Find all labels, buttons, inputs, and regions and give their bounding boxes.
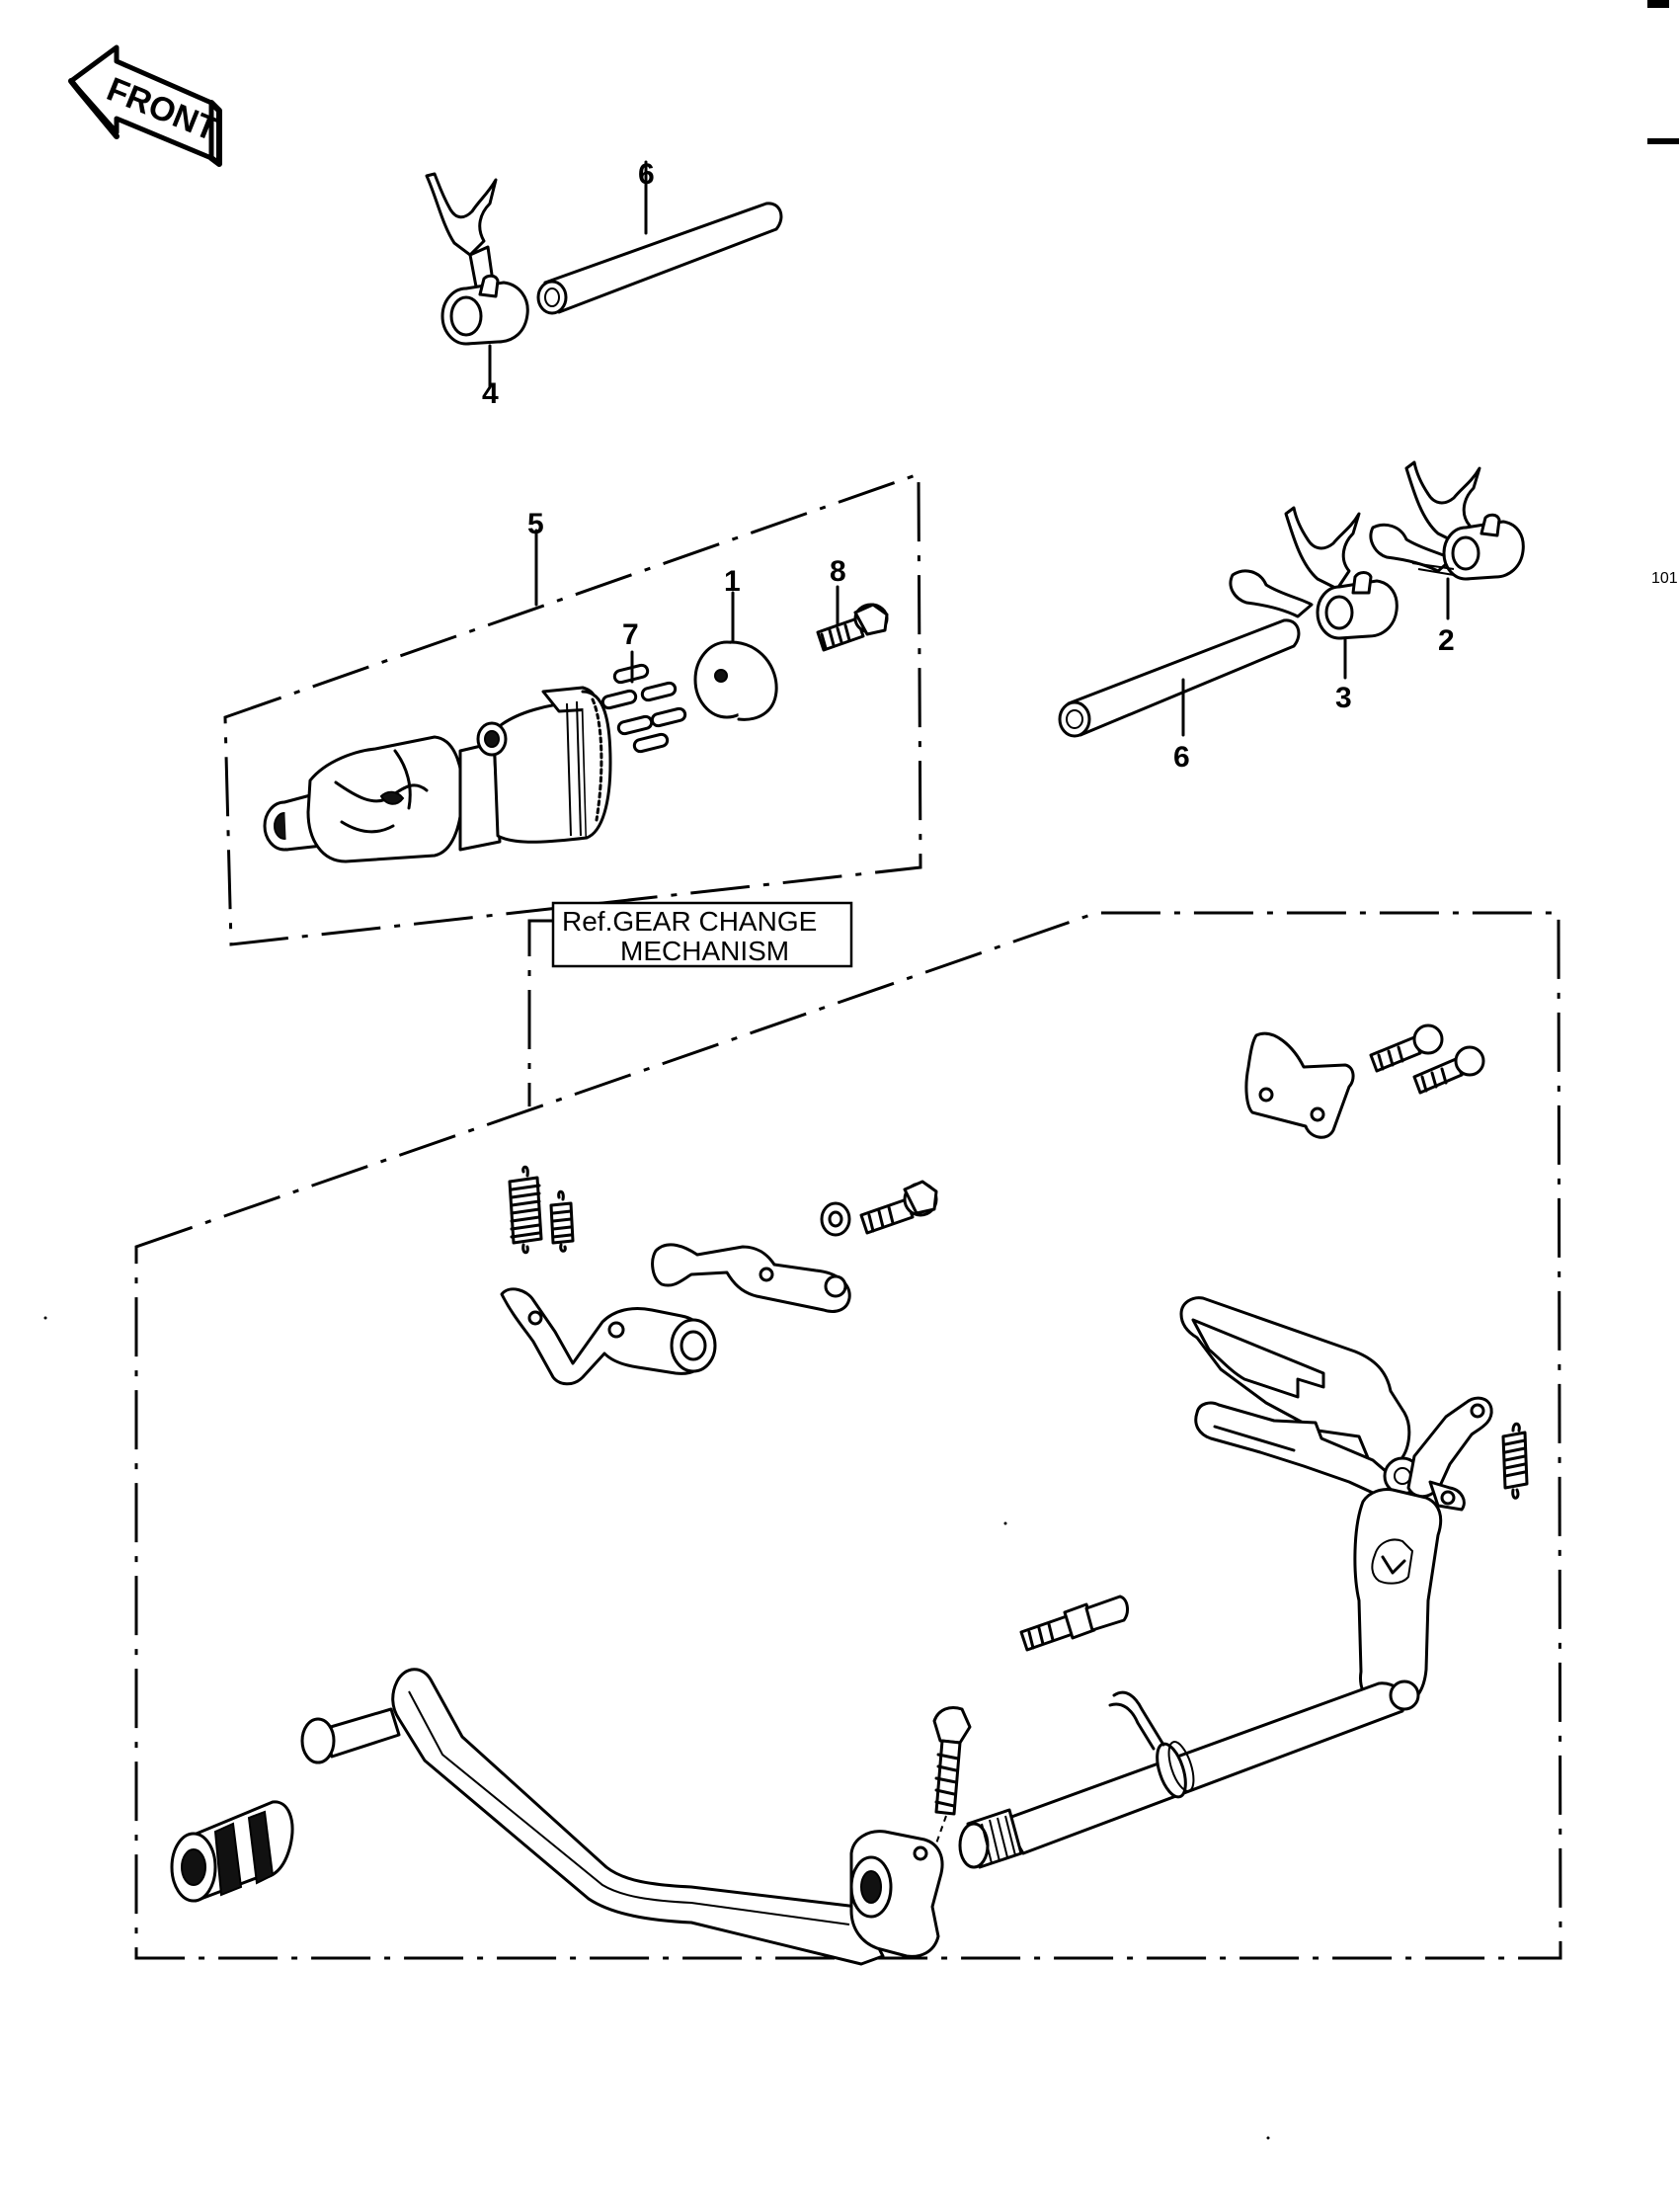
stray-marks: [43, 1316, 1270, 2140]
callout-1: 1: [724, 565, 741, 598]
callout-6-top: 6: [638, 158, 655, 191]
bracket-bolt-1: [1369, 1024, 1444, 1073]
shift-arm-lower: [500, 1287, 717, 1386]
gear-change-mechanism-boundary: [134, 911, 1562, 1960]
bracket-bolt-2: [1412, 1045, 1485, 1095]
arm-bolt: [859, 1180, 938, 1235]
shift-fork-2: [1369, 460, 1525, 620]
callout-5: 5: [527, 508, 544, 540]
callout-4: 4: [482, 377, 499, 410]
shift-rod-6-right: [1058, 618, 1301, 738]
reference-line-2: MECHANISM: [620, 936, 789, 966]
callout-3: 3: [1335, 682, 1352, 714]
guide-bracket: [1244, 1031, 1355, 1139]
washer: [820, 1201, 851, 1237]
shift-drum: [263, 686, 612, 863]
shift-fork-3: [1229, 506, 1399, 680]
gear-shift-shaft: [958, 1296, 1493, 1869]
callout-6-right: 6: [1173, 741, 1190, 774]
spring-2: [549, 1189, 575, 1253]
reference-line-1: Ref.GEAR CHANGE: [562, 906, 817, 937]
shift-drum-assembly-box: [223, 471, 922, 946]
shift-fork-4: [425, 172, 529, 389]
callout-8: 8: [830, 555, 846, 588]
edge-marks: [1647, 0, 1679, 144]
front-arrow-icon: FRONT: [68, 44, 223, 167]
screw-8: [816, 585, 889, 652]
cam-plate-1: [693, 591, 778, 721]
reference-box: Ref.GEAR CHANGE MECHANISM: [551, 901, 853, 968]
shift-pedal: [300, 1668, 944, 1966]
callout-7: 7: [622, 618, 639, 651]
spring-1: [508, 1165, 543, 1255]
shift-arm-upper: [651, 1243, 851, 1313]
return-spring: [1501, 1422, 1529, 1500]
pedal-clamp-bolt: [925, 1706, 972, 1872]
detent-pins-7: [600, 650, 687, 754]
page-number: 101: [1651, 570, 1678, 587]
shift-rod-6-top: [536, 160, 783, 315]
footpeg-rubber: [170, 1800, 294, 1903]
stud-bolt: [1019, 1595, 1129, 1652]
callout-2: 2: [1438, 624, 1455, 657]
